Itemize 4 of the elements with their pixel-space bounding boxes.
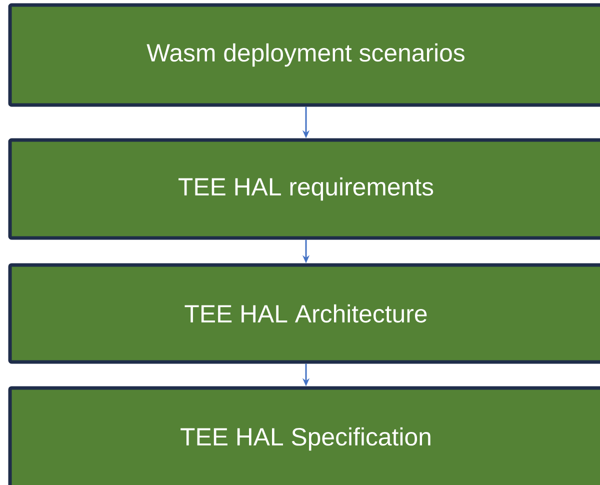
process-box: Wasm deployment scenarios	[8, 3, 600, 107]
process-box: TEE HAL Architecture	[8, 263, 600, 364]
process-box: TEE HAL Specification	[8, 386, 600, 485]
process-box: TEE HAL requirements	[8, 138, 600, 240]
